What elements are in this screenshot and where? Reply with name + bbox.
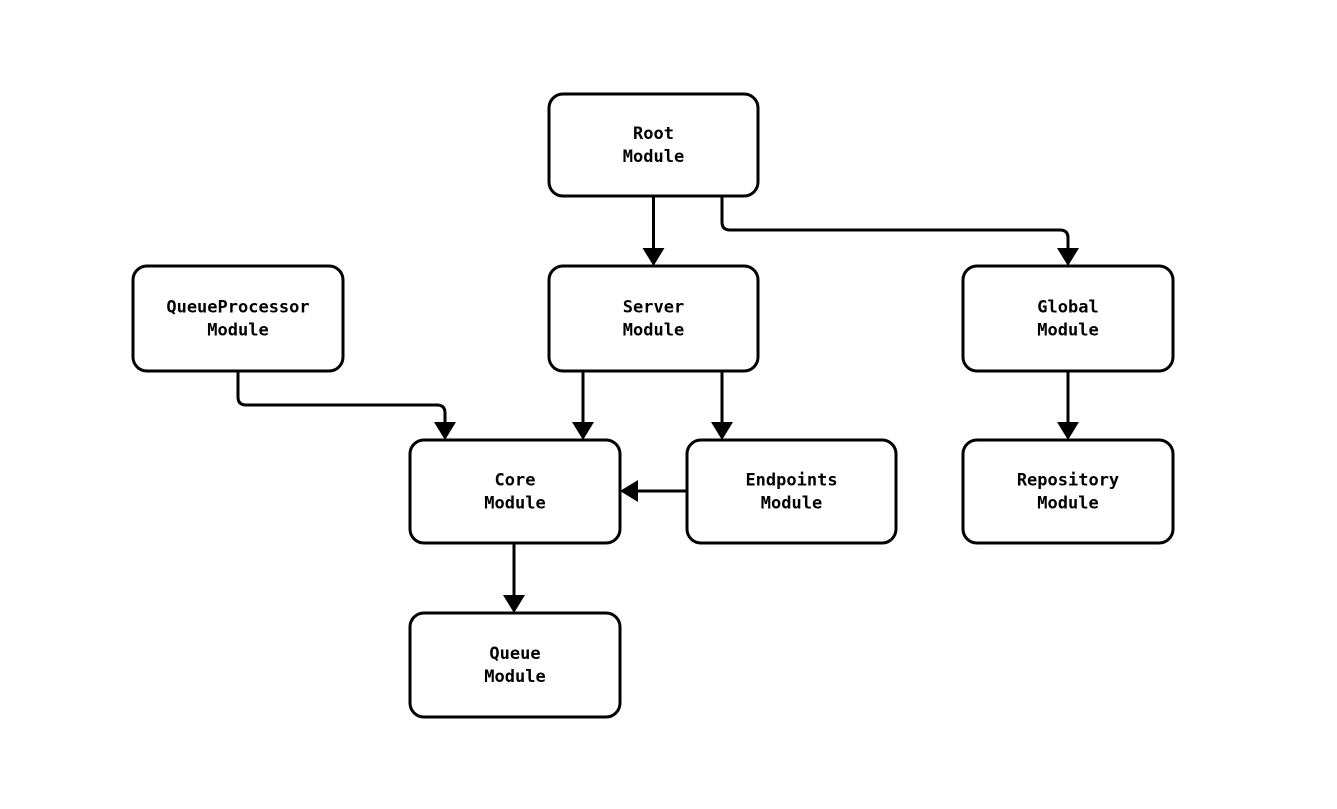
- arrow-head: [642, 248, 665, 266]
- node-label-line2: Module: [484, 667, 545, 687]
- node-label-line1: Endpoints: [745, 471, 837, 491]
- node-box[interactable]: [131, 264, 345, 373]
- arrow-head: [711, 422, 733, 440]
- node-box[interactable]: [547, 92, 760, 198]
- arrow-head: [503, 595, 525, 613]
- nodes-layer: RootModuleQueueProcessorModuleServerModu…: [131, 92, 1175, 719]
- arrow-head: [620, 480, 638, 502]
- arrow-head: [1057, 422, 1079, 440]
- arrow-head: [434, 422, 456, 440]
- node-label-line1: Root: [633, 124, 674, 144]
- edge-core-to-queue: [503, 543, 525, 613]
- node-label-line1: Repository: [1017, 471, 1119, 491]
- edges-layer: [236, 196, 1079, 613]
- node-label-line2: Module: [623, 321, 684, 341]
- edge-server-to-endpoints: [711, 371, 733, 440]
- arrow-head: [572, 422, 594, 440]
- node-label-line2: Module: [623, 147, 684, 167]
- node-label-line1: Queue: [489, 644, 540, 664]
- edge-line: [720, 196, 1070, 248]
- edge-server-to-core: [572, 371, 594, 440]
- node-label-line1: Global: [1037, 298, 1098, 318]
- node-label-line1: QueueProcessor: [166, 298, 309, 318]
- node-box[interactable]: [408, 438, 622, 545]
- node-box[interactable]: [408, 611, 622, 719]
- node-label-line2: Module: [207, 321, 268, 341]
- node-label-line2: Module: [1037, 321, 1098, 341]
- node-box[interactable]: [685, 438, 898, 545]
- edge-queueprocessor-to-core: [236, 371, 456, 440]
- edge-global-to-repository: [1057, 371, 1079, 440]
- node-box[interactable]: [961, 438, 1175, 545]
- edge-root-to-server: [642, 196, 665, 266]
- edge-root-to-global: [720, 196, 1079, 266]
- node-box[interactable]: [547, 264, 760, 373]
- node-label-line1: Core: [495, 471, 536, 491]
- edge-line: [236, 371, 447, 422]
- node-label-line2: Module: [484, 494, 545, 514]
- node-label-line2: Module: [1037, 494, 1098, 514]
- node-label-line1: Server: [623, 298, 684, 318]
- node-label-line2: Module: [761, 494, 822, 514]
- node-box[interactable]: [961, 264, 1175, 373]
- arrow-head: [1057, 248, 1079, 266]
- edge-endpoints-to-core: [620, 480, 687, 502]
